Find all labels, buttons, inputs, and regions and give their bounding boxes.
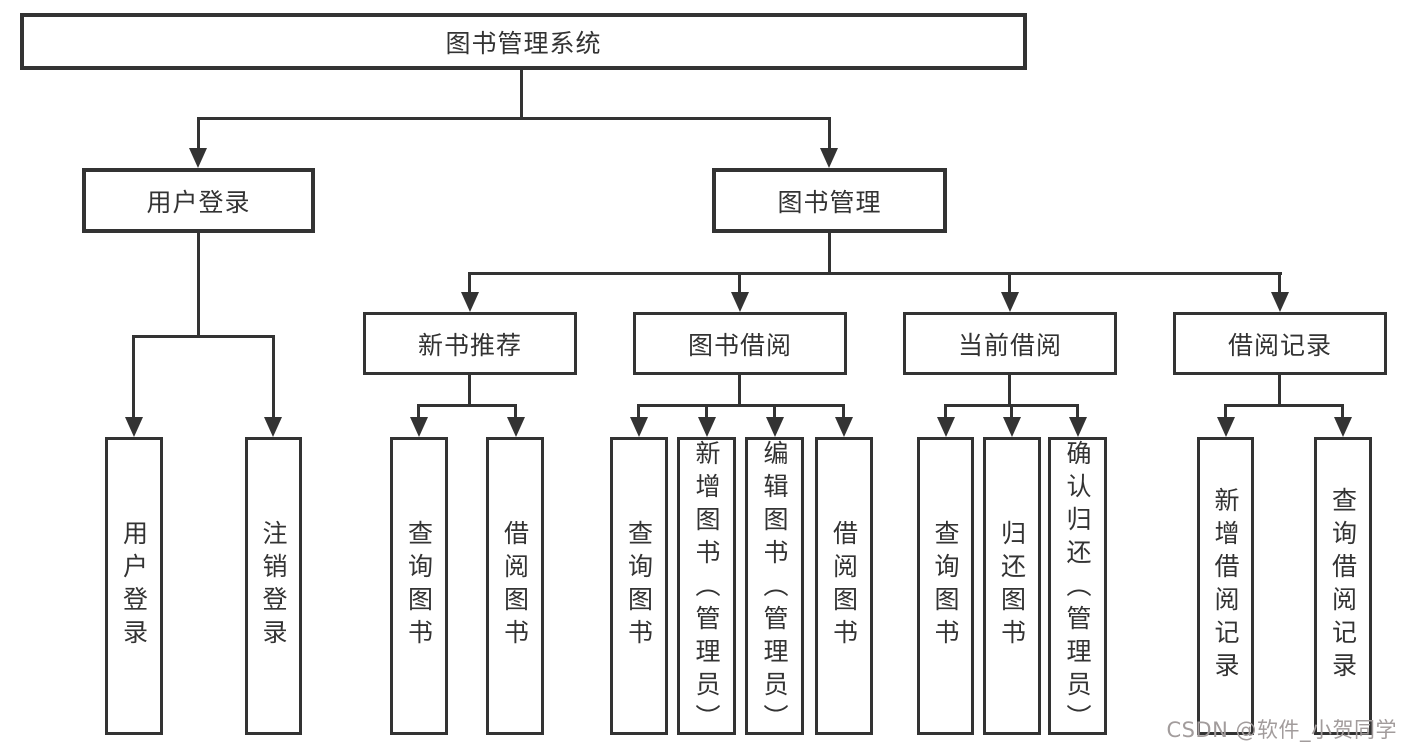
node-user-login: 用户登录 xyxy=(82,168,315,233)
arrow-down-icon xyxy=(189,148,207,168)
leaf-logout-label: 注销登录 xyxy=(259,520,288,652)
connector-arrow-line xyxy=(417,404,420,417)
leaf-query-books-2-label: 查询图书 xyxy=(624,520,654,652)
node-new-book-recommend: 新书推荐 xyxy=(363,312,577,375)
connector-arrow-line xyxy=(738,272,741,292)
connector-arrow-line xyxy=(637,404,640,417)
arrow-down-icon xyxy=(1271,292,1289,312)
leaf-query-borrow-record-label: 查询借阅记录 xyxy=(1328,487,1358,685)
connector-stem xyxy=(468,375,471,407)
leaf-edit-books-admin: 编辑图书（管理员） xyxy=(745,437,804,737)
connector-arrow-line xyxy=(1076,404,1079,417)
leaf-borrow-books-1: 借阅图书 xyxy=(486,437,544,735)
connector-level2-branch xyxy=(468,272,1282,275)
csdn-watermark: CSDN @软件_小贺同学 xyxy=(1166,718,1397,742)
arrow-down-icon xyxy=(1003,417,1021,437)
connector-branch xyxy=(417,404,517,407)
connector-arrow-line xyxy=(773,404,776,417)
leaf-query-books-1-label: 查询图书 xyxy=(404,520,434,652)
node-new-book-recommend-label: 新书推荐 xyxy=(417,330,522,360)
leaf-user-login-label: 用户登录 xyxy=(119,520,149,652)
leaf-add-books-admin: 新增图书（管理员） xyxy=(677,437,736,737)
leaf-query-books-3: 查询图书 xyxy=(917,437,974,735)
arrow-down-icon xyxy=(835,417,853,437)
leaf-query-books-3-label: 查询图书 xyxy=(931,520,960,652)
node-root: 图书管理系统 xyxy=(20,13,1027,70)
arrow-down-icon xyxy=(1217,417,1235,437)
arrow-down-icon xyxy=(1069,417,1087,437)
arrow-down-icon xyxy=(698,417,716,437)
leaf-query-books-2: 查询图书 xyxy=(610,437,668,735)
node-book-management-label: 图书管理 xyxy=(777,187,882,217)
node-current-borrow-label: 当前借阅 xyxy=(957,330,1062,360)
leaf-borrow-books-2-label: 借阅图书 xyxy=(829,520,859,652)
connector-stem xyxy=(738,375,741,407)
connector-arrow-line xyxy=(197,117,200,149)
leaf-borrow-books-2: 借阅图书 xyxy=(815,437,873,735)
leaf-add-borrow-record-label: 新增借阅记录 xyxy=(1211,487,1240,685)
arrow-down-icon xyxy=(820,148,838,168)
node-current-borrow: 当前借阅 xyxy=(903,312,1117,375)
leaf-edit-books-admin-label: 编辑图书（管理员） xyxy=(760,440,789,737)
connector-branch xyxy=(637,404,845,407)
connector-arrow-line xyxy=(1010,404,1013,417)
connector-arrow-line xyxy=(132,335,135,417)
arrow-down-icon xyxy=(766,417,784,437)
arrow-down-icon xyxy=(507,417,525,437)
leaf-query-borrow-record: 查询借阅记录 xyxy=(1314,437,1372,735)
connector-user-login-branch xyxy=(132,335,275,338)
arrow-down-icon xyxy=(125,417,143,437)
arrow-down-icon xyxy=(264,417,282,437)
leaf-add-books-admin-label: 新增图书（管理员） xyxy=(692,440,721,737)
node-borrow-records-label: 借阅记录 xyxy=(1227,330,1332,360)
connector-arrow-line xyxy=(1224,404,1227,417)
connector-arrow-line xyxy=(1278,272,1281,292)
connector-arrow-line xyxy=(468,272,471,292)
connector-arrow-line xyxy=(1341,404,1344,417)
connector-user-login-stem xyxy=(197,233,200,338)
connector-arrow-line xyxy=(514,404,517,417)
connector-arrow-line xyxy=(705,404,708,417)
leaf-confirm-return-admin-label: 确认归还（管理员） xyxy=(1063,440,1092,737)
connector-arrow-line xyxy=(842,404,845,417)
connector-arrow-line xyxy=(1008,272,1011,292)
node-book-borrow: 图书借阅 xyxy=(633,312,847,375)
leaf-logout: 注销登录 xyxy=(245,437,302,735)
leaf-borrow-books-1-label: 借阅图书 xyxy=(500,520,530,652)
node-borrow-records: 借阅记录 xyxy=(1173,312,1387,375)
connector-root-stem xyxy=(520,70,523,119)
connector-arrow-line xyxy=(944,404,947,417)
connector-level1-branch xyxy=(197,117,831,120)
leaf-add-borrow-record: 新增借阅记录 xyxy=(1197,437,1254,735)
connector-stem xyxy=(1278,375,1281,407)
node-book-management: 图书管理 xyxy=(712,168,947,233)
arrow-down-icon xyxy=(1001,292,1019,312)
leaf-confirm-return-admin: 确认归还（管理员） xyxy=(1048,437,1107,737)
arrow-down-icon xyxy=(461,292,479,312)
connector-branch xyxy=(1224,404,1344,407)
arrow-down-icon xyxy=(630,417,648,437)
connector-stem xyxy=(1008,375,1011,407)
leaf-return-books-label: 归还图书 xyxy=(997,520,1027,652)
arrow-down-icon xyxy=(731,292,749,312)
leaf-query-books-1: 查询图书 xyxy=(390,437,448,735)
node-book-borrow-label: 图书借阅 xyxy=(687,330,792,360)
leaf-return-books: 归还图书 xyxy=(983,437,1041,735)
connector-arrow-line xyxy=(828,117,831,149)
node-root-label: 图书管理系统 xyxy=(445,28,602,58)
arrow-down-icon xyxy=(1334,417,1352,437)
connector-book-mgmt-stem xyxy=(828,233,831,275)
connector-arrow-line xyxy=(272,335,275,417)
arrow-down-icon xyxy=(410,417,428,437)
node-user-login-label: 用户登录 xyxy=(146,187,251,217)
arrow-down-icon xyxy=(937,417,955,437)
leaf-user-login: 用户登录 xyxy=(105,437,163,735)
